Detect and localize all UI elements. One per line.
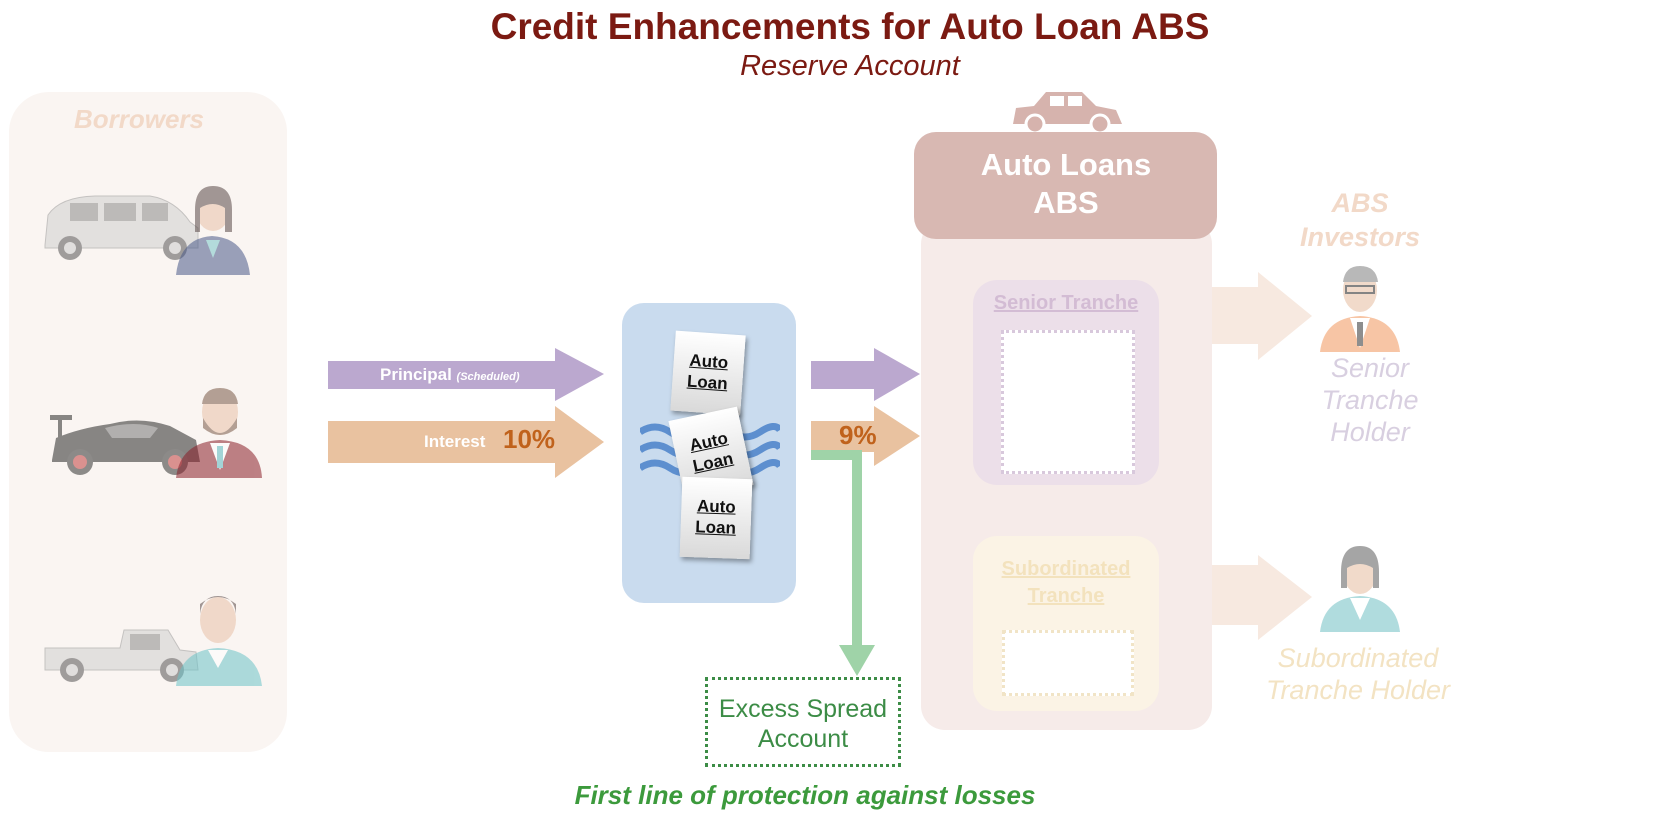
page-subtitle: Reserve Account	[740, 50, 960, 82]
excess-spread-arrow	[811, 450, 875, 676]
interest-label: Interest	[424, 432, 486, 451]
sports-car-icon	[50, 415, 200, 475]
excess-spread-label: Excess Spread Account	[718, 695, 888, 753]
male-borrower-icon	[176, 388, 262, 478]
interest-inflow-arrow	[328, 406, 604, 478]
interest-rate-in: 10%	[503, 424, 556, 454]
investors-title: ABS Investors	[1299, 188, 1421, 252]
senior-tranche-reserve	[1001, 330, 1135, 474]
subordinated-holder-icon	[1320, 546, 1400, 632]
subordinated-tranche-reserve	[1002, 630, 1134, 696]
principal-text: Principal	[380, 365, 452, 384]
senior-tranche-label: Senior Tranche	[993, 292, 1139, 314]
pickup-truck-icon	[44, 629, 199, 682]
senior-holder-label: Senior Tranche Holder	[1321, 353, 1419, 447]
principal-label: Principal (Scheduled)	[380, 365, 520, 385]
protection-caption: First line of protection against losses	[574, 780, 1036, 810]
borrowers-title: Borrowers	[73, 104, 205, 134]
senior-holder-icon	[1320, 266, 1400, 352]
principal-outflow-arrow	[811, 348, 920, 401]
abs-header-title: Auto Loans ABS	[980, 147, 1152, 220]
principal-note: (Scheduled)	[456, 371, 520, 383]
subordinated-holder-label: Subordinated Tranche Holder	[1265, 643, 1451, 705]
principal-inflow-arrow	[328, 348, 604, 401]
male-borrower-icon	[176, 596, 262, 686]
female-borrower-icon	[176, 186, 250, 275]
page-title: Credit Enhancements for Auto Loan ABS	[490, 6, 1210, 47]
subordinated-tranche-label: Subordinated Tranche	[1001, 558, 1131, 607]
abs-header-box	[914, 132, 1217, 239]
excess-spread-account-box: Excess Spread Account	[705, 677, 901, 767]
interest-rate-out: 9%	[839, 420, 877, 450]
auto-loan-note: Auto Loan	[679, 476, 753, 560]
car-icon	[1013, 92, 1122, 135]
minivan-icon	[44, 195, 199, 260]
auto-loan-note: Auto Loan	[670, 330, 746, 416]
